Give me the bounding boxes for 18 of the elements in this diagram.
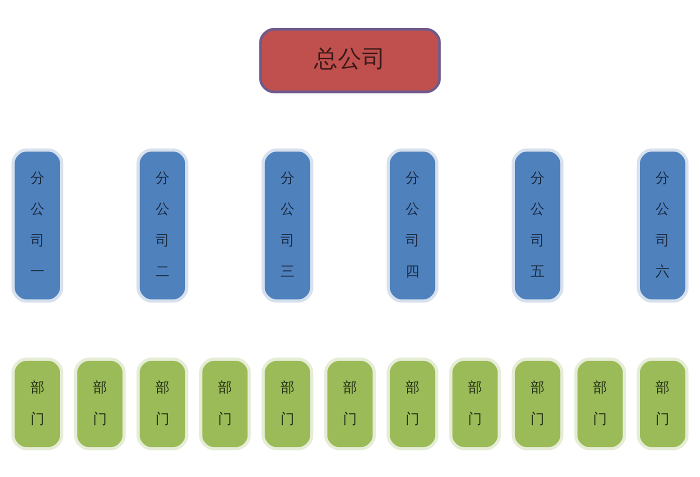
node-box: 分公司六 [636, 148, 689, 302]
node-box: 部门 [386, 357, 438, 450]
node-box: 分公司一 [11, 148, 64, 302]
node-box: 部门 [262, 357, 314, 450]
node-box: 分公司五 [512, 148, 564, 302]
node-box: 部门 [199, 357, 251, 450]
node-box: 部门 [512, 357, 564, 450]
node-box: 分公司二 [136, 148, 188, 302]
node-box: 部门 [324, 357, 376, 450]
node-box: 部门 [74, 357, 126, 450]
node-box: 分公司四 [386, 148, 438, 302]
node-box: 部门 [449, 357, 501, 450]
node-box: 部门 [574, 357, 626, 450]
node-box: 分公司三 [262, 148, 314, 302]
node-box: 部门 [636, 357, 689, 450]
node-box: 总公司 [259, 27, 441, 93]
node-box: 部门 [136, 357, 188, 450]
node-box: 部门 [11, 357, 64, 450]
